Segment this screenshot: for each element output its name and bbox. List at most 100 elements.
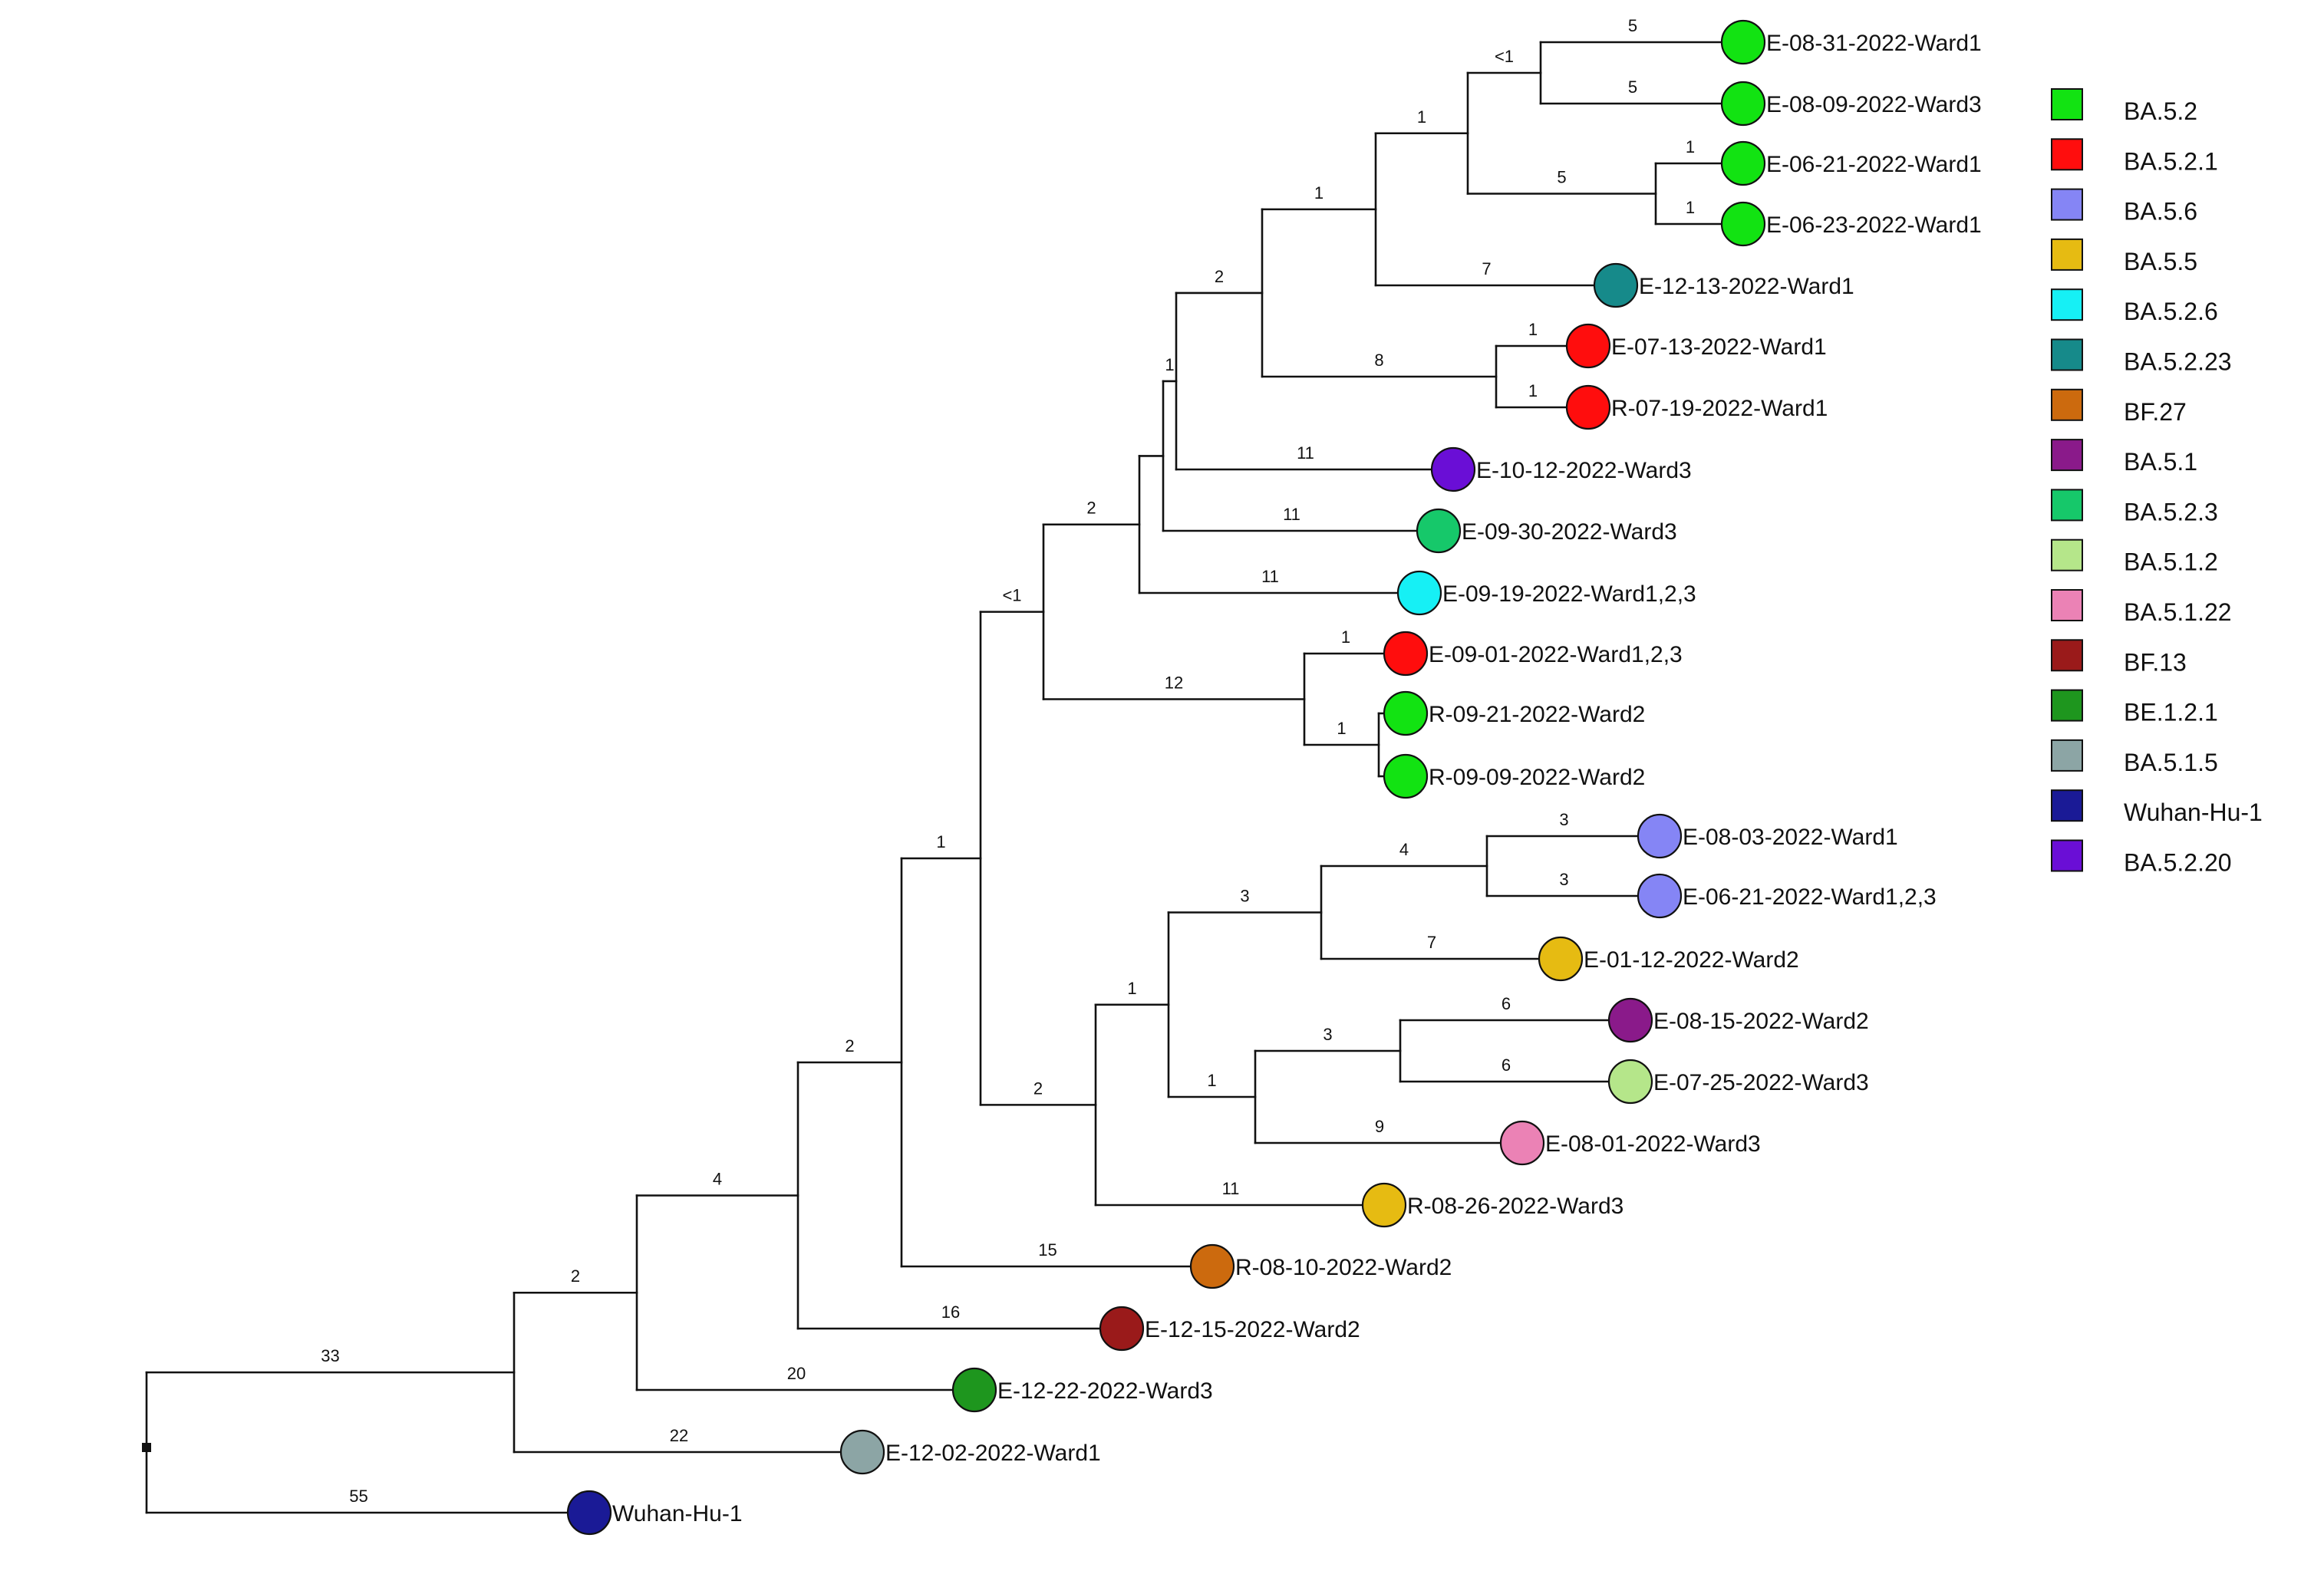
branch-length-label: 12 <box>1165 673 1183 693</box>
branch-length-label: 3 <box>1559 810 1568 829</box>
tip-label-e0901: E-09-01-2022-Ward1,2,3 <box>1429 642 1683 667</box>
branch-length-label: 1 <box>936 832 945 851</box>
legend-swatch <box>2051 388 2083 421</box>
tip-marker-e0713 <box>1565 323 1611 369</box>
branch-length-label: 1 <box>1686 198 1695 217</box>
tip-label-e1222: E-12-22-2022-Ward3 <box>997 1378 1213 1404</box>
branch-length-label: 2 <box>1086 499 1096 518</box>
tip-marker-e1012 <box>1430 446 1476 492</box>
legend-swatch <box>2051 589 2083 621</box>
branch-length-label: 11 <box>1283 505 1300 524</box>
tip-marker-r0719 <box>1565 384 1611 430</box>
tip-marker-e1202 <box>839 1429 885 1475</box>
legend-swatch <box>2051 489 2083 522</box>
tip-label-e0112: E-01-12-2022-Ward2 <box>1584 947 1799 973</box>
branch-length-label: 7 <box>1427 933 1436 952</box>
branch-length-label: 55 <box>349 1487 368 1506</box>
branch-length-label: 16 <box>941 1302 960 1322</box>
branch-length-label: 5 <box>1628 16 1637 35</box>
legend-label: BF.27 <box>2124 398 2187 426</box>
branch-length-label: 1 <box>1165 355 1174 374</box>
tip-marker-e1213 <box>1593 262 1639 308</box>
tip-marker-e0901 <box>1383 631 1429 677</box>
lineage-legend: BA.5.2BA.5.2.1BA.5.6BA.5.5BA.5.2.6BA.5.2… <box>2051 88 2263 877</box>
tip-label-r0810: R-08-10-2022-Ward2 <box>1235 1255 1452 1280</box>
branch-length-label: 2 <box>1033 1079 1043 1098</box>
legend-label: BA.5.2.3 <box>2124 498 2218 525</box>
tip-marker-e0815 <box>1607 997 1653 1043</box>
tip-label-e0621b: E-06-21-2022-Ward1,2,3 <box>1683 884 1937 910</box>
branch-length-label: 2 <box>571 1266 580 1286</box>
tip-label-e0815: E-08-15-2022-Ward2 <box>1653 1009 1869 1034</box>
legend-swatch <box>2051 88 2083 120</box>
legend-label: BA.5.2.23 <box>2124 348 2232 376</box>
tip-marker-r0810 <box>1189 1243 1235 1289</box>
branch-length-label: 1 <box>1528 320 1538 339</box>
branch-length-label: 4 <box>1399 840 1409 859</box>
tip-label-e0713: E-07-13-2022-Ward1 <box>1611 334 1827 360</box>
branch-length-label: 5 <box>1628 77 1637 97</box>
tip-label-e0930: E-09-30-2022-Ward3 <box>1462 519 1677 545</box>
legend-swatch <box>2051 439 2083 472</box>
tip-label-e0809: E-08-09-2022-Ward3 <box>1766 92 1982 117</box>
branch-length-label: 3 <box>1559 870 1568 889</box>
branch-length-label: 1 <box>1686 137 1695 156</box>
branch-length-label: 3 <box>1240 887 1249 906</box>
legend-label: BA.5.6 <box>2124 198 2197 226</box>
tip-marker-e0803 <box>1637 813 1683 859</box>
legend-swatch <box>2051 188 2083 221</box>
branch-length-label: 1 <box>1417 107 1426 127</box>
legend-label: BA.5.2 <box>2124 97 2197 125</box>
legend-label: BA.5.1 <box>2124 448 2197 476</box>
tip-label-e1202: E-12-02-2022-Ward1 <box>885 1441 1101 1466</box>
branch-length-label: 1 <box>1528 381 1538 400</box>
tip-marker-e0623 <box>1720 201 1766 247</box>
branch-length-label: 1 <box>1127 979 1136 998</box>
legend-swatch <box>2051 839 2083 872</box>
tip-marker-e0725 <box>1607 1059 1653 1105</box>
tip-marker-r0909 <box>1383 753 1429 799</box>
tip-label-e0803: E-08-03-2022-Ward1 <box>1683 825 1898 850</box>
branch-length-label: 22 <box>670 1426 688 1445</box>
tip-label-e1215: E-12-15-2022-Ward2 <box>1145 1317 1360 1342</box>
legend-label: BA.5.2.1 <box>2124 147 2218 175</box>
branch-length-label: 9 <box>1375 1117 1384 1136</box>
legend-label: BA.5.1.2 <box>2124 548 2218 576</box>
branch-length-label: 7 <box>1482 259 1491 278</box>
branch-length-label: 11 <box>1297 443 1314 463</box>
tip-marker-e1215 <box>1099 1306 1145 1352</box>
branch-length-label: <1 <box>1495 47 1514 66</box>
branch-length-label: 5 <box>1557 168 1566 187</box>
legend-label: BE.1.2.1 <box>2124 699 2218 726</box>
tip-label-r0921: R-09-21-2022-Ward2 <box>1429 702 1645 727</box>
tip-label-r0719: R-07-19-2022-Ward1 <box>1611 396 1828 421</box>
tip-marker-e0621b <box>1637 873 1683 919</box>
tip-label-e0919: E-09-19-2022-Ward1,2,3 <box>1442 581 1696 607</box>
tip-label-e0621: E-06-21-2022-Ward1 <box>1766 152 1982 177</box>
tip-label-r0909: R-09-09-2022-Ward2 <box>1429 765 1645 790</box>
tip-label-e0623: E-06-23-2022-Ward1 <box>1766 212 1982 238</box>
legend-label: BF.13 <box>2124 648 2187 676</box>
tip-label-e0831: E-08-31-2022-Ward1 <box>1766 31 1982 56</box>
branch-length-label: 33 <box>321 1346 339 1365</box>
tip-marker-wuhan <box>566 1490 612 1536</box>
tip-marker-e0930 <box>1416 508 1462 554</box>
legend-swatch <box>2051 538 2083 571</box>
branch-length-label: 1 <box>1207 1071 1216 1090</box>
tip-marker-e0621 <box>1720 140 1766 186</box>
branch-length-label: 8 <box>1374 351 1383 370</box>
branch-length-label: 6 <box>1502 1055 1511 1075</box>
branch-length-label: 2 <box>1215 267 1224 286</box>
legend-swatch <box>2051 138 2083 171</box>
legend-label: Wuhan-Hu-1 <box>2124 799 2263 826</box>
tip-label-wuhan: Wuhan-Hu-1 <box>612 1501 743 1526</box>
branch-length-label: 15 <box>1038 1240 1057 1260</box>
legend-label: BA.5.5 <box>2124 248 2197 275</box>
tip-label-r0826: R-08-26-2022-Ward3 <box>1407 1194 1624 1219</box>
legend-swatch <box>2051 689 2083 722</box>
branch-length-label: 1 <box>1337 719 1346 738</box>
legend-label: BA.5.1.22 <box>2124 598 2232 626</box>
tip-label-e0725: E-07-25-2022-Ward3 <box>1653 1070 1869 1095</box>
branch-length-label: 20 <box>787 1364 806 1383</box>
